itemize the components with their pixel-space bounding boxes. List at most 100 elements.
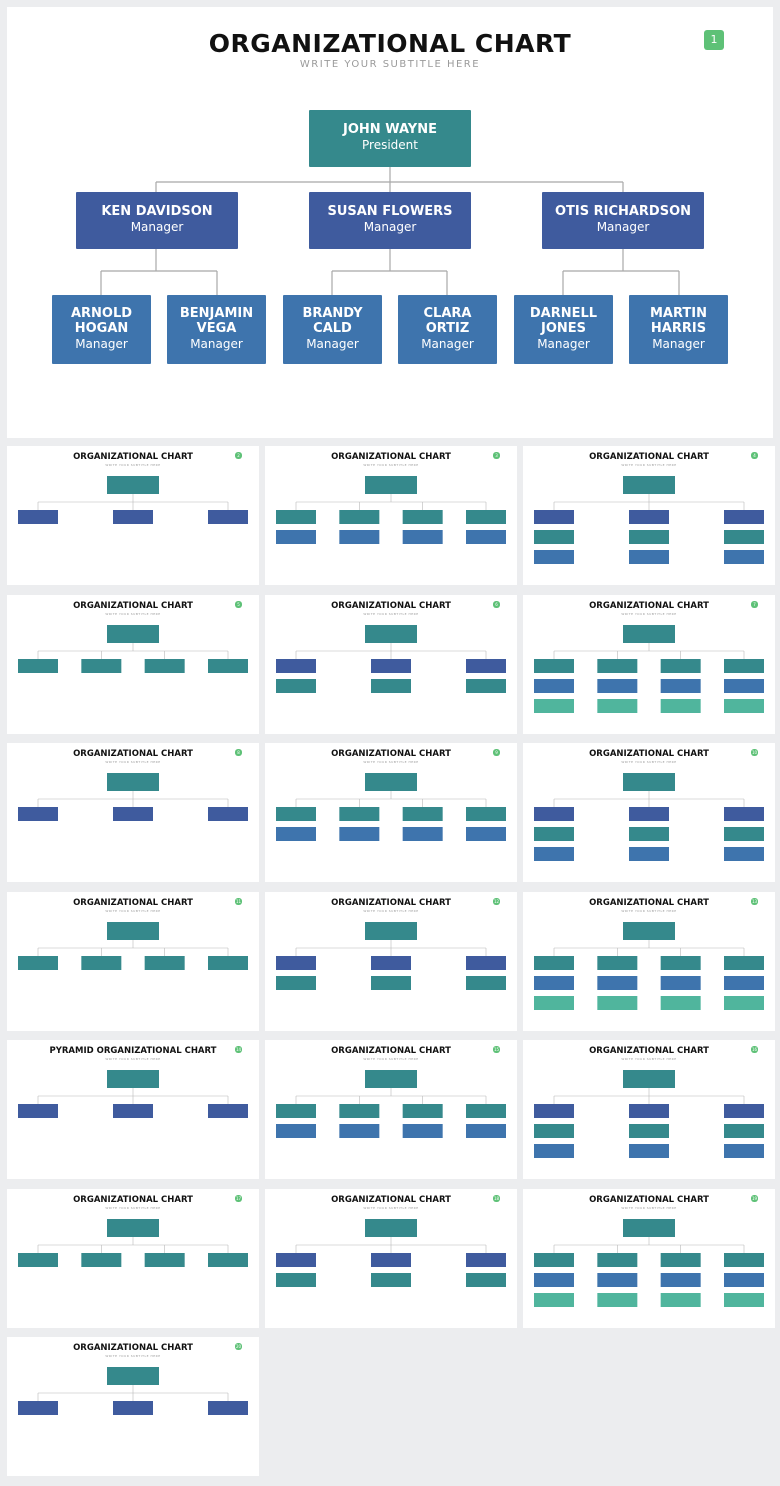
mini-member-box — [629, 827, 669, 841]
mini-member-box — [629, 1144, 669, 1158]
mini-member-box — [466, 659, 506, 673]
mini-member-box — [597, 1273, 638, 1287]
thumbnail-subtitle: WRITE YOUR SUBTITLE HERE — [363, 1057, 419, 1061]
president-box[interactable]: JOHN WAYNE President — [309, 110, 471, 167]
manager-box-ken-davidson[interactable]: KEN DAVIDSON Manager — [76, 192, 238, 249]
mini-member-box — [208, 1253, 248, 1267]
mini-member-box — [724, 976, 764, 990]
staff-role: Manager — [421, 336, 474, 351]
staff-last-name: HARRIS — [650, 320, 707, 336]
mini-member-box — [724, 1124, 764, 1138]
mini-member-box — [402, 510, 443, 524]
mini-member-box — [724, 996, 764, 1010]
manager-name: KEN DAVIDSON — [101, 204, 213, 220]
mini-member-box — [660, 699, 701, 713]
staff-box-arnold-hogan[interactable]: ARNOLD HOGAN Manager — [52, 295, 151, 364]
thumbnail-title: ORGANIZATIONAL CHART — [589, 1046, 709, 1056]
mini-member-box — [660, 1293, 701, 1307]
staff-role: Manager — [190, 336, 243, 351]
thumbnail-title: ORGANIZATIONAL CHART — [589, 601, 709, 611]
mini-president-box — [107, 922, 159, 940]
mini-member-box — [371, 976, 411, 990]
staff-box-benjamin-vega[interactable]: BENJAMIN VEGA Manager — [167, 295, 266, 364]
manager-box-susan-flowers[interactable]: SUSAN FLOWERS Manager — [309, 192, 471, 249]
page-number-badge: 11 — [235, 898, 242, 905]
mini-member-box — [208, 510, 248, 524]
mini-member-box — [276, 1104, 316, 1118]
mini-member-box — [276, 1273, 316, 1287]
mini-member-box — [466, 679, 506, 693]
mini-member-box — [629, 847, 669, 861]
page-number-badge: 13 — [751, 898, 758, 905]
mini-member-box — [660, 679, 701, 693]
mini-member-box — [18, 956, 58, 970]
mini-org-chart — [276, 922, 506, 990]
mini-member-box — [534, 550, 574, 564]
page-number-badge: 4 — [751, 452, 758, 459]
mini-member-box — [18, 1401, 58, 1415]
thumbnail-subtitle: WRITE YOUR SUBTITLE HERE — [621, 612, 677, 616]
mini-member-box — [402, 530, 443, 544]
mini-president-box — [623, 922, 675, 940]
mini-member-box — [534, 659, 574, 673]
page-number-badge: 17 — [235, 1195, 242, 1202]
mini-member-box — [371, 1273, 411, 1287]
mini-member-box — [597, 1293, 638, 1307]
page-number-badge: 10 — [751, 749, 758, 756]
thumbnail-subtitle: WRITE YOUR SUBTITLE HERE — [105, 1057, 161, 1061]
main-slide[interactable]: ORGANIZATIONAL CHART WRITE YOUR SUBTITLE… — [7, 7, 773, 438]
page-number-badge: 19 — [751, 1195, 758, 1202]
mini-member-box — [276, 827, 316, 841]
staff-first-name: BRANDY — [302, 305, 363, 321]
mini-member-box — [18, 510, 58, 524]
mini-member-box — [402, 807, 443, 821]
mini-member-box — [534, 510, 574, 524]
mini-president-box — [365, 625, 417, 643]
mini-member-box — [629, 1124, 669, 1138]
manager-box-otis-richardson[interactable]: OTIS RICHARDSON Manager — [542, 192, 704, 249]
mini-member-box — [660, 956, 701, 970]
staff-first-name: BENJAMIN — [179, 305, 254, 321]
staff-box-darnell-jones[interactable]: DARNELL JONES Manager — [514, 295, 613, 364]
page-number-badge: 16 — [751, 1046, 758, 1053]
thumbnail-subtitle: WRITE YOUR SUBTITLE HERE — [105, 1206, 161, 1210]
mini-member-box — [466, 976, 506, 990]
mini-member-box — [276, 956, 316, 970]
staff-last-name: CALD — [313, 320, 352, 336]
mini-member-box — [18, 659, 58, 673]
mini-member-box — [724, 1104, 764, 1118]
staff-box-brandy-cald[interactable]: BRANDY CALD Manager — [283, 295, 382, 364]
staff-box-martin-harris[interactable]: MARTIN HARRIS Manager — [629, 295, 728, 364]
mini-member-box — [208, 807, 248, 821]
mini-member-box — [276, 659, 316, 673]
staff-box-clara-ortiz[interactable]: CLARA ORTIZ Manager — [398, 295, 497, 364]
mini-member-box — [724, 659, 764, 673]
mini-member-box — [402, 1104, 443, 1118]
mini-member-box — [339, 1124, 380, 1138]
mini-member-box — [276, 530, 316, 544]
mini-president-box — [365, 922, 417, 940]
manager-name: SUSAN FLOWERS — [327, 204, 453, 220]
thumbnail-title: ORGANIZATIONAL CHART — [589, 749, 709, 759]
mini-member-box — [276, 807, 316, 821]
thumbnail-subtitle: WRITE YOUR SUBTITLE HERE — [105, 909, 161, 913]
